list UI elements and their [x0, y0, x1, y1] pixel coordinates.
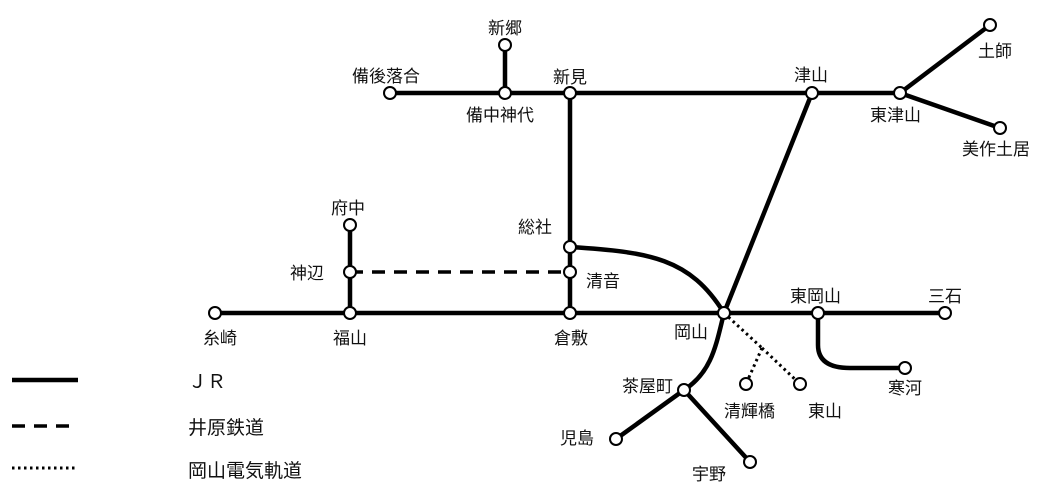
label-mimasaka-doi: 美作土居	[962, 140, 1030, 160]
station-fukuyama	[343, 306, 357, 320]
label-soja: 総社	[518, 218, 552, 238]
label-higashiyama: 東山	[808, 402, 842, 422]
label-sakoh: 寒河	[888, 379, 922, 399]
label-fuchu: 府中	[331, 199, 365, 219]
station-soja	[563, 240, 577, 254]
label-okayama: 岡山	[674, 323, 708, 343]
station-bitchu-kojiro	[498, 86, 512, 100]
line-honshi-bisan	[613, 387, 687, 442]
line-tram-seikibashi	[744, 347, 764, 385]
line-tsuyama	[721, 90, 815, 316]
label-hiji: 土師	[978, 42, 1012, 62]
station-seikibashi	[739, 377, 753, 391]
label-higashi-okayama: 東岡山	[790, 287, 841, 307]
legend-okaden-label: 岡山電気軌道	[188, 460, 302, 482]
station-bingo-ochiai	[383, 86, 397, 100]
line-kibi	[567, 244, 727, 316]
label-kurashiki: 倉敷	[554, 329, 588, 349]
station-markers	[208, 18, 1007, 469]
label-fukuyama: 福山	[333, 329, 367, 349]
station-uno	[743, 455, 757, 469]
jr-lines	[212, 22, 1003, 465]
label-kiyone: 清音	[586, 272, 620, 292]
label-itozaki: 糸崎	[203, 329, 237, 349]
station-itozaki	[208, 306, 222, 320]
label-tsuyama: 津山	[794, 66, 828, 86]
station-higashiyama	[793, 377, 807, 391]
station-tsuyama	[805, 86, 819, 100]
legend-ibara-label: 井原鉄道	[188, 417, 264, 439]
label-niimi: 新見	[553, 68, 587, 88]
station-fuchu	[343, 218, 357, 232]
station-kojima	[609, 432, 623, 446]
station-mimasaka-doi	[993, 121, 1007, 135]
legend: ＪＲ 井原鉄道 岡山電気軌道	[12, 371, 302, 482]
station-kannabe	[343, 265, 357, 279]
label-chayamachi: 茶屋町	[622, 377, 673, 397]
station-niimi	[563, 86, 577, 100]
station-mitsuishi	[938, 306, 952, 320]
station-higashi-tsuyama	[893, 86, 907, 100]
station-labels: 糸崎 福山 神辺 府中 倉敷 清音 総社 新見 備中神代 備後落合 新郷 津山 …	[203, 19, 1030, 485]
label-mitsuishi: 三石	[928, 287, 962, 307]
legend-jr-label: ＪＲ	[188, 371, 226, 393]
line-tram-higashiyama	[760, 346, 802, 386]
station-shingo	[498, 38, 512, 52]
label-kojima: 児島	[560, 429, 594, 449]
line-tram-main	[722, 311, 764, 350]
line-ako	[815, 310, 908, 371]
station-okayama	[717, 306, 731, 320]
label-bitchu-kojiro: 備中神代	[466, 106, 534, 126]
line-uno-upper	[681, 310, 727, 393]
line-kishin-far	[897, 90, 1003, 131]
station-kurashiki	[563, 306, 577, 320]
label-kannabe: 神辺	[290, 264, 324, 284]
station-sakoh	[898, 361, 912, 375]
label-uno: 宇野	[692, 465, 726, 485]
label-bingo-ochiai: 備後落合	[352, 67, 420, 87]
station-chayamachi	[677, 383, 691, 397]
label-seikibashi: 清輝橋	[724, 402, 775, 422]
station-hiji	[983, 18, 997, 32]
label-shingo: 新郷	[488, 19, 522, 39]
okaden-lines	[722, 311, 802, 386]
line-uno-lower	[681, 387, 753, 465]
label-higashi-tsuyama: 東津山	[870, 106, 921, 126]
station-higashi-okayama	[811, 306, 825, 320]
line-inbi	[897, 22, 993, 96]
station-kiyone	[563, 265, 577, 279]
